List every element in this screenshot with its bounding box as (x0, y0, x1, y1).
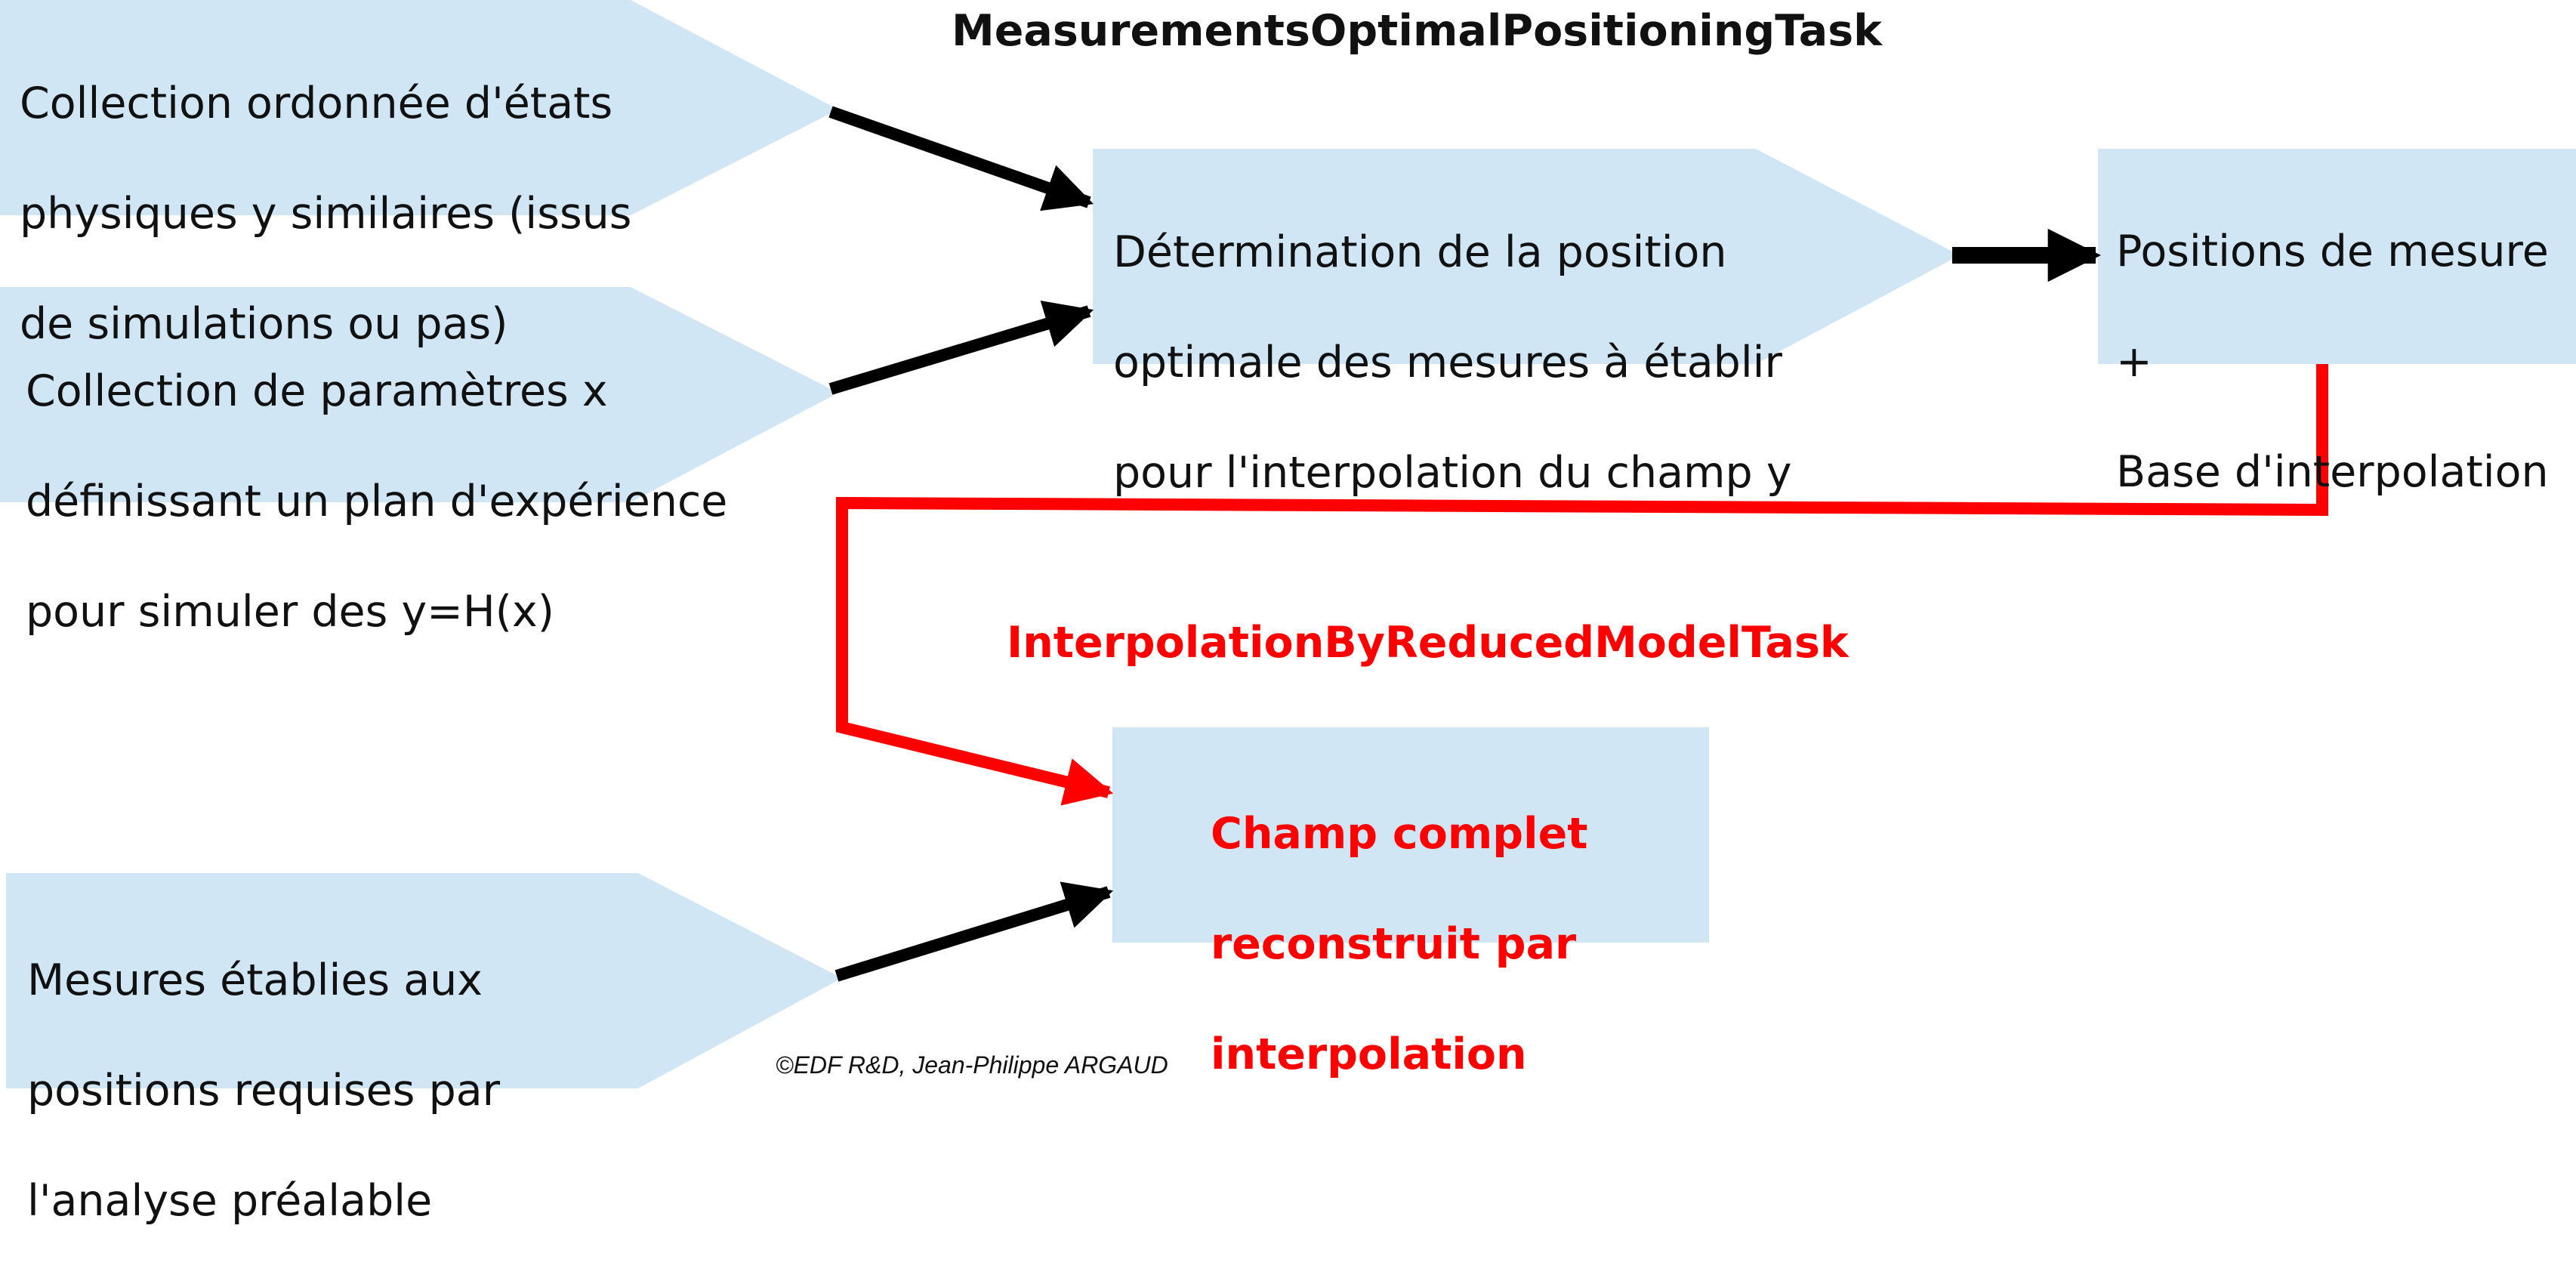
arrow-positions-to-field (836, 364, 2328, 806)
states-line-3: de simulations ou pas) (20, 299, 508, 349)
positions-output-box (2098, 149, 2576, 364)
states-input-shape (0, 0, 838, 215)
interpolation-task-title: InterpolationByReducedModelTask (1007, 618, 1849, 668)
states-line-1: Collection ordonnée d'états (20, 79, 613, 128)
positions-line-2: + (2116, 337, 2152, 387)
diagram-canvas (0, 0, 2576, 1088)
states-input-label: Collection ordonnée d'états physiques y … (20, 21, 631, 407)
parameters-line-3: pour simuler des y=H(x) (26, 587, 555, 637)
measures-input-shape (6, 873, 842, 1088)
positions-line-3: Base d'interpolation (2116, 447, 2549, 497)
field-line-3: interpolation (1211, 1029, 1527, 1079)
field-line-2: reconstruit par (1211, 919, 1577, 969)
arrow-parameters-to-determination (828, 300, 1094, 395)
copyright-credit: ©EDF R&D, Jean-Philippe ARGAUD (776, 1051, 1168, 1079)
determination-process-label: Détermination de la position optimale de… (1113, 170, 1792, 556)
parameters-line-1: Collection de paramètres x (26, 366, 608, 416)
determination-line-1: Détermination de la position (1113, 227, 1727, 277)
positions-output-label: Positions de mesure + Base d'interpolati… (2116, 169, 2549, 555)
parameters-input-shape (0, 287, 838, 502)
states-line-2: physiques y similaires (issus (20, 189, 632, 239)
field-output-label: Champ complet reconstruit par interpolat… (1211, 752, 1588, 1137)
measures-line-2: positions requises par (27, 1066, 501, 1116)
positions-line-1: Positions de mesure (2116, 227, 2549, 276)
parameters-input-label: Collection de paramètres x définissant u… (26, 309, 727, 695)
field-output-box (1112, 727, 1709, 943)
field-line-1: Champ complet (1211, 809, 1588, 859)
determination-line-3: pour l'interpolation du champ y (1113, 448, 1792, 498)
arrow-measures-to-field (835, 881, 1114, 982)
determination-process-shape (1093, 149, 1960, 364)
arrow-states-to-determination (828, 106, 1094, 211)
measurements-task-title: MeasurementsOptimalPositioningTask (952, 6, 1883, 56)
measures-line-3: l'analyse préalable (27, 1176, 433, 1226)
measures-line-1: Mesures établies aux (27, 955, 483, 1005)
parameters-line-2: définissant un plan d'expérience (26, 477, 728, 526)
measures-input-label: Mesures établies aux positions requises … (27, 898, 500, 1284)
determination-line-2: optimale des mesures à établir (1113, 338, 1782, 387)
